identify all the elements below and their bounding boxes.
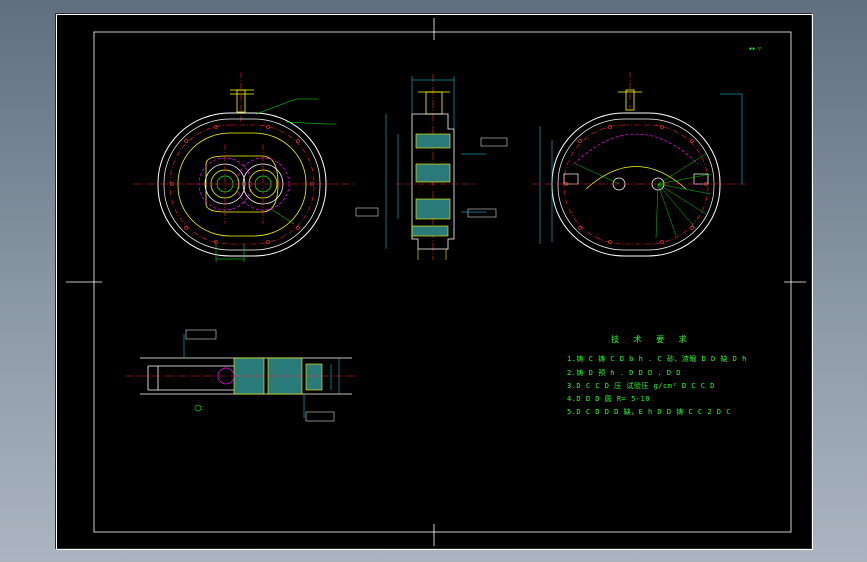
tech-requirement-1: 1.铸 C 铸 C D b h . C 砂、渣眼 D D 缺 D h	[567, 355, 747, 363]
cad-drawing-viewport[interactable]: ▪▪ ▽ 技 术 要 求 1.铸 C 铸 C D b h . C 砂、渣眼 D …	[55, 13, 813, 550]
section-view	[355, 74, 508, 260]
bottom-section-view	[126, 329, 356, 422]
corner-tag: ▪▪ ▽	[749, 46, 762, 52]
centering-marks	[66, 18, 806, 546]
cad-drawing-canvas	[56, 14, 813, 550]
front-view	[134, 72, 354, 262]
tech-requirement-3: 3.D C C D 压 试验压 g/cm² D C C D	[567, 382, 715, 390]
tech-requirement-4: 4.D D D 圆 R= 5-10	[567, 395, 650, 403]
inner-frame	[93, 31, 792, 533]
rear-view	[532, 72, 746, 257]
outer-frame	[56, 14, 813, 550]
tech-requirement-2: 2.铸 D 预 h . D D D . D D	[567, 369, 682, 377]
tech-requirements-title: 技 术 要 求	[611, 335, 693, 344]
tech-requirement-5: 5.D C D D D 缺，E h D D 铸 C C 2 D C	[567, 408, 731, 416]
